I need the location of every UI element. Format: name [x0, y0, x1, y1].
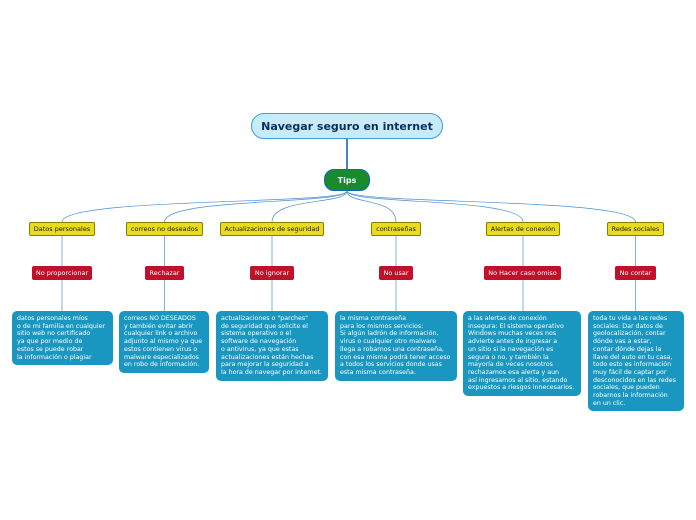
action-label: No Hacer caso omiso: [488, 269, 557, 277]
action-label: No usar: [383, 269, 409, 277]
description-actualizaciones-de-seguridad[interactable]: actualizaciones o "parches" de seguridad…: [216, 311, 328, 381]
category-label: contraseñas: [376, 225, 416, 233]
action-label: No proporcionar: [35, 269, 89, 277]
category-label: Alertas de conexión: [490, 225, 556, 233]
category-actualizaciones-de-seguridad[interactable]: Actualizaciones de seguridad: [220, 222, 324, 236]
category-label: Actualizaciones de seguridad: [224, 225, 320, 233]
tips-to-category-line: [164, 190, 348, 223]
tips-to-category-line: [271, 190, 348, 223]
category-correos-no-deseados[interactable]: correos no deseados: [126, 222, 203, 236]
category-label: correos no deseados: [130, 225, 199, 233]
description-redes-sociales[interactable]: toda tu vida a las redes sociales: Dar d…: [588, 311, 684, 412]
description-alertas-de-conexion[interactable]: a las alertas de conexión insegura: El s…: [463, 311, 581, 397]
action-no-contar[interactable]: No contar: [615, 266, 656, 280]
action-label: No ignorar: [254, 269, 290, 277]
action-rechazar[interactable]: Rechazar: [145, 266, 184, 280]
tips-node-label: Tips: [337, 175, 357, 185]
tips-node[interactable]: Tips: [324, 169, 370, 191]
description-correos-no-deseados[interactable]: correos NO DESEADOS y también evitar abr…: [119, 311, 209, 373]
tips-to-category-line: [346, 190, 524, 223]
tips-to-category-line: [346, 190, 636, 223]
description-datos-personales[interactable]: datos personales míos o de mi familia en…: [12, 311, 113, 366]
action-label: No contar: [619, 269, 652, 277]
tips-to-category-line: [61, 190, 348, 223]
category-contrasenas[interactable]: contraseñas: [371, 222, 421, 236]
category-datos-personales[interactable]: Datos personales: [29, 222, 95, 236]
category-redes-sociales[interactable]: Redes sociales: [607, 222, 664, 236]
category-label: Redes sociales: [611, 225, 660, 233]
category-alertas-de-conexion[interactable]: Alertas de conexión: [486, 222, 560, 236]
action-no-proporcionar[interactable]: No proporcionar: [32, 266, 92, 280]
tips-to-category-line: [346, 190, 397, 223]
action-no-ignorar[interactable]: No ignorar: [250, 266, 294, 280]
action-no-usar[interactable]: No usar: [379, 266, 413, 280]
root-topic-label: Navegar seguro en internet: [261, 119, 433, 133]
description-contrasenas[interactable]: la misma contraseña para los mismos serv…: [335, 311, 457, 381]
action-label: Rechazar: [149, 269, 180, 277]
root-topic[interactable]: Navegar seguro en internet: [251, 113, 443, 139]
category-label: Datos personales: [33, 225, 91, 233]
action-no-hacer-caso-omiso[interactable]: No Hacer caso omiso: [484, 266, 561, 280]
